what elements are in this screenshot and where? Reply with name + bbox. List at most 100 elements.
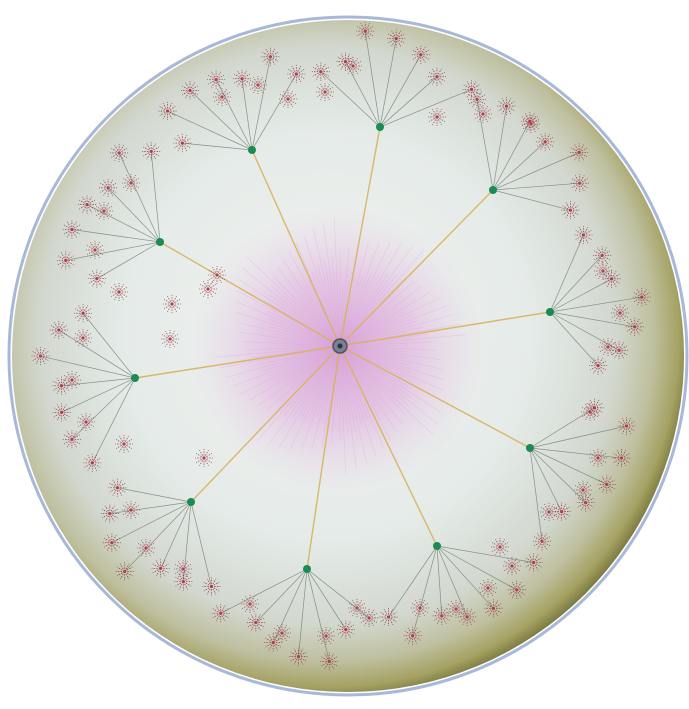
flower-center xyxy=(91,461,94,464)
flower-center xyxy=(596,364,599,367)
flower-center xyxy=(387,615,390,618)
flower-center xyxy=(328,660,331,663)
flower-center xyxy=(510,564,513,567)
flower-center xyxy=(170,302,173,305)
flower-center xyxy=(560,510,563,513)
flower-center xyxy=(435,75,438,78)
flower-center xyxy=(344,628,347,631)
branch-node xyxy=(433,542,441,550)
flower-center xyxy=(544,140,547,143)
flower-center xyxy=(324,634,327,637)
flower-center xyxy=(144,546,147,549)
flower-center xyxy=(470,88,473,91)
flower-center xyxy=(418,606,421,609)
flower-center xyxy=(64,259,67,262)
flower-center xyxy=(256,83,259,86)
flower-center xyxy=(475,98,478,101)
flower-center xyxy=(532,561,535,564)
flower-center xyxy=(395,37,398,40)
flower-center xyxy=(547,510,550,513)
flower-center xyxy=(168,337,171,340)
flower-center xyxy=(116,486,119,489)
flower-center xyxy=(240,77,243,80)
flower-center xyxy=(181,141,184,144)
flower-center xyxy=(102,209,105,212)
flower-center xyxy=(465,615,468,618)
flower-center xyxy=(215,273,218,276)
flower-center xyxy=(581,488,584,491)
flower-center xyxy=(606,345,609,348)
flower-center xyxy=(123,570,126,573)
flower-center xyxy=(498,545,501,548)
flower-center xyxy=(625,424,628,427)
flower-center xyxy=(601,254,604,257)
flower-center xyxy=(107,186,110,189)
flower-center xyxy=(486,586,489,589)
flower-center xyxy=(188,89,191,92)
flower-center xyxy=(601,269,604,272)
flower-center xyxy=(319,70,322,73)
flower-center xyxy=(219,612,222,615)
flower-center xyxy=(39,354,42,357)
flower-center xyxy=(286,97,289,100)
flower-center xyxy=(367,616,370,619)
flower-center xyxy=(578,182,581,185)
flower-center xyxy=(117,290,120,293)
flower-center xyxy=(129,181,132,184)
flower-center xyxy=(617,349,620,352)
flower-center xyxy=(618,311,621,314)
center-hub-dot xyxy=(338,344,343,349)
flower-center xyxy=(454,607,457,610)
branch-node xyxy=(526,444,534,452)
branch-node xyxy=(546,308,554,316)
branch-node xyxy=(248,146,256,154)
flower-center xyxy=(640,296,643,299)
flower-center xyxy=(295,72,298,75)
flower-center xyxy=(569,209,572,212)
flower-center xyxy=(505,104,508,107)
flower-center xyxy=(159,567,162,570)
flower-center xyxy=(70,438,73,441)
flower-center xyxy=(584,501,587,504)
flower-center xyxy=(210,585,213,588)
flower-center xyxy=(70,228,73,231)
flower-center xyxy=(254,621,257,624)
flower-center xyxy=(355,606,358,609)
flower-center xyxy=(419,53,422,56)
flower-center xyxy=(280,631,283,634)
flower-center xyxy=(214,78,217,81)
branch-node xyxy=(303,565,311,573)
flower-center xyxy=(596,456,599,459)
flower-center xyxy=(181,567,184,570)
flower-center xyxy=(492,607,495,610)
flower-center xyxy=(440,614,443,617)
branch-node xyxy=(489,186,497,194)
flower-center xyxy=(81,336,84,339)
branch-node xyxy=(187,498,195,506)
flower-center xyxy=(206,287,209,290)
flower-center xyxy=(150,150,153,153)
flower-center xyxy=(411,634,414,637)
flower-center xyxy=(578,151,581,154)
flower-center xyxy=(351,64,354,67)
flower-center xyxy=(529,122,532,125)
flower-center xyxy=(297,655,300,658)
flower-center xyxy=(272,641,275,644)
flower-center xyxy=(95,277,98,280)
branch-node xyxy=(131,374,139,382)
flower-center xyxy=(166,109,169,112)
flower-center xyxy=(610,277,613,280)
flower-center xyxy=(435,115,438,118)
flower-center xyxy=(220,95,223,98)
flower-center xyxy=(182,580,185,583)
flower-center xyxy=(588,410,591,413)
flower-center xyxy=(108,512,111,515)
flower-center xyxy=(620,456,623,459)
flower-center xyxy=(269,55,272,58)
flower-center xyxy=(633,325,636,328)
branch-node xyxy=(156,238,164,246)
flower-center xyxy=(122,442,125,445)
flower-center xyxy=(57,328,60,331)
flower-center xyxy=(70,378,73,381)
flower-center xyxy=(84,420,87,423)
